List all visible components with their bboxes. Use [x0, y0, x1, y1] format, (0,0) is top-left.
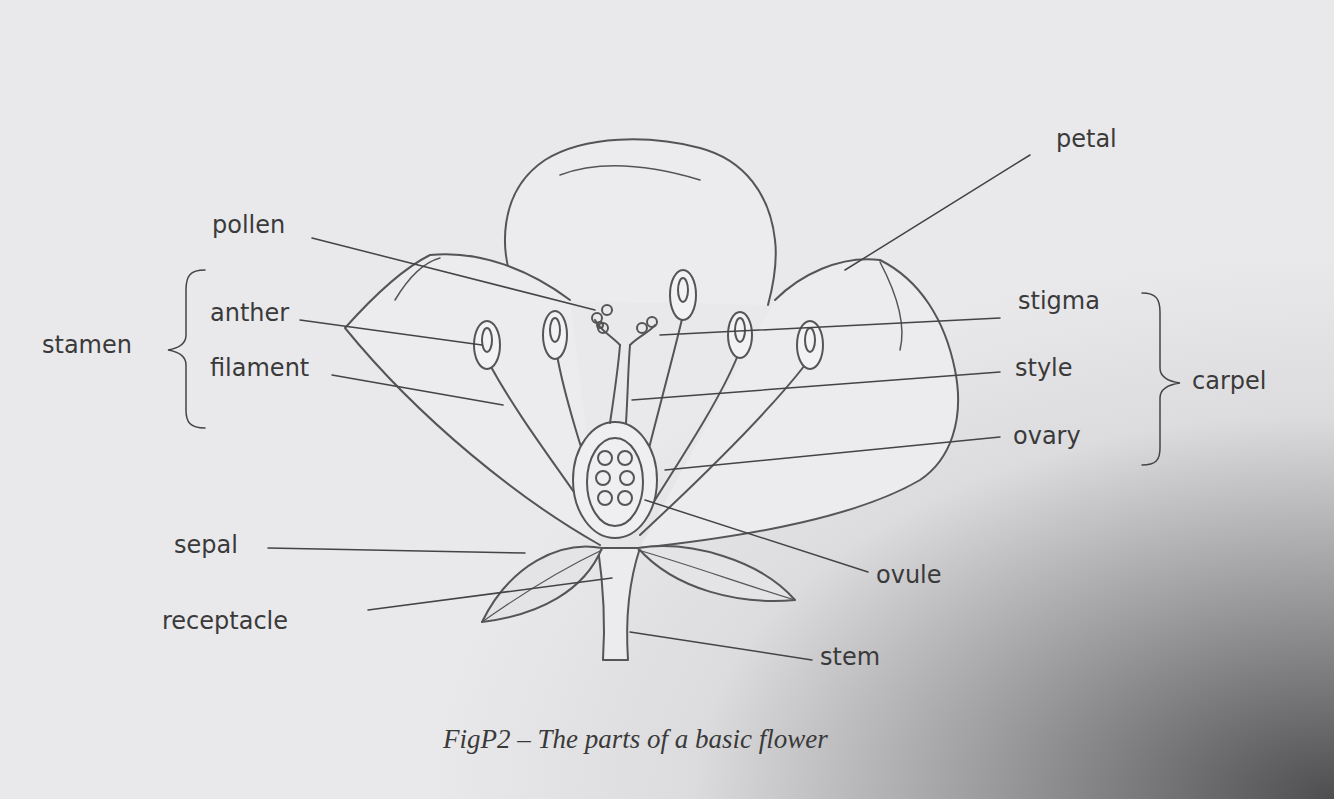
part-label: receptacle	[162, 608, 288, 636]
part-label: pollen	[212, 212, 285, 240]
part-label: stigma	[1018, 288, 1100, 316]
part-label: style	[1015, 355, 1073, 383]
part-label: ovary	[1013, 423, 1081, 451]
part-label: ovule	[876, 562, 942, 590]
part-label: stem	[820, 644, 880, 672]
part-label: sepal	[174, 532, 238, 560]
part-label: carpel	[1192, 368, 1266, 396]
part-label: filament	[210, 355, 309, 383]
part-label: anther	[210, 300, 289, 328]
part-label: stamen	[42, 332, 132, 360]
part-label: petal	[1056, 126, 1117, 154]
figure-caption: FigP2 – The parts of a basic flower	[443, 724, 828, 755]
